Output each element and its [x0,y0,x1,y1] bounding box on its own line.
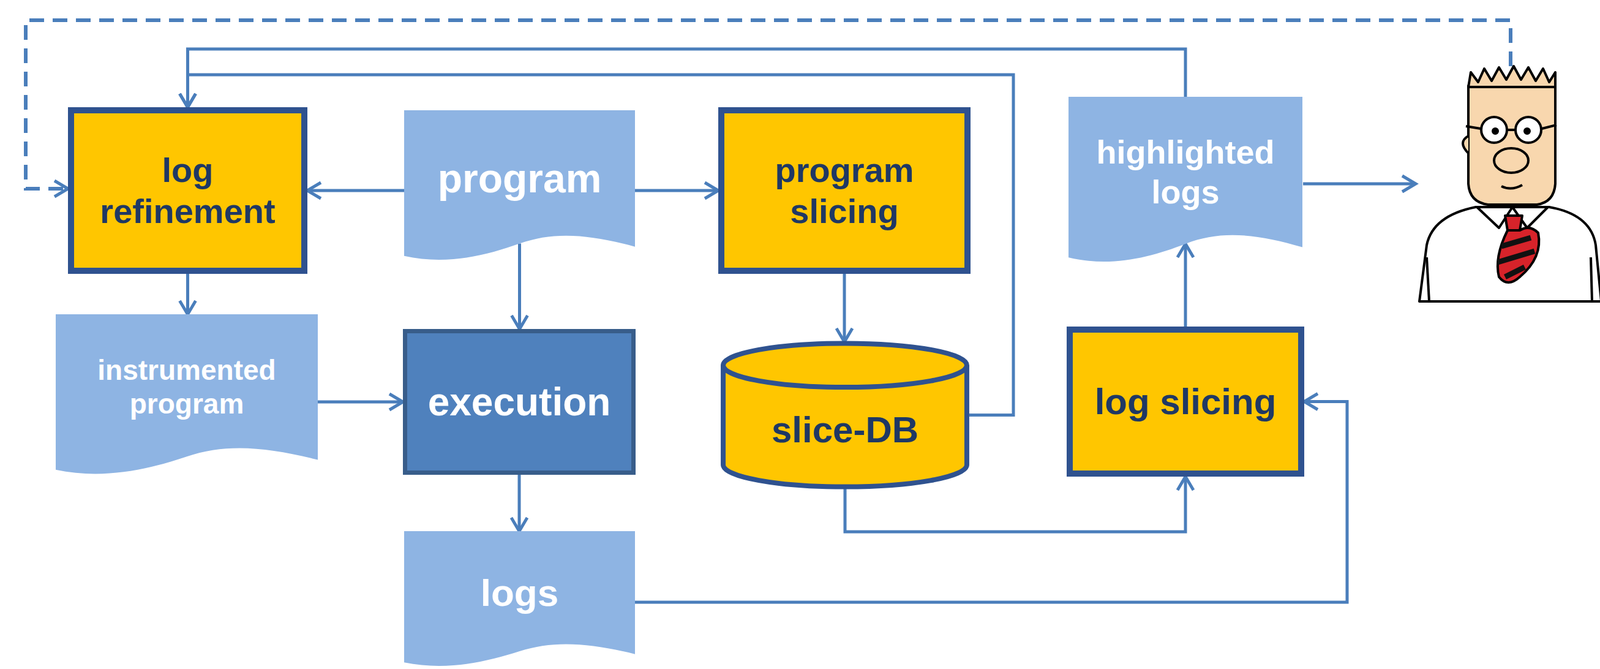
node-label: program [437,154,602,203]
document-fill [1068,96,1303,262]
connector-arrow [518,474,522,531]
cylinder-rim [723,364,967,387]
document-fill [404,530,635,666]
connector-arrow [843,273,847,342]
process-box: log slicing [1066,326,1305,477]
to-user-arrow [1303,182,1416,186]
node-label: program slicing [737,149,951,232]
connector-arrow [187,48,1187,108]
connector-arrow [186,273,190,315]
node-label: highlighted logs [1081,132,1289,212]
node-label: log refinement [87,149,288,232]
execution-box: execution [402,328,636,475]
node-label: slice-DB [771,407,919,452]
document-shape: highlighted logs [1068,96,1303,268]
user-figure [1419,66,1600,302]
document-fill [404,110,635,260]
process-box: program slicing [718,107,971,274]
connector-arrow [317,400,403,404]
document-shape: program [404,110,635,266]
node-label: instrumented program [69,353,305,421]
connector-arrow [307,189,405,193]
document-shape: logs [404,530,635,669]
node-label: execution [428,378,612,426]
process-box: log refinement [67,107,308,274]
connector-arrow [634,189,719,193]
node-label: log slicing [1094,379,1277,424]
node-label: logs [480,570,559,616]
database-cylinder: slice-DB [720,341,970,489]
connector-arrow [518,243,522,329]
connector-arrow [1184,243,1188,327]
cylinder-body [723,342,967,487]
document-fill [55,314,318,474]
document-shape: instrumented program [55,314,318,480]
